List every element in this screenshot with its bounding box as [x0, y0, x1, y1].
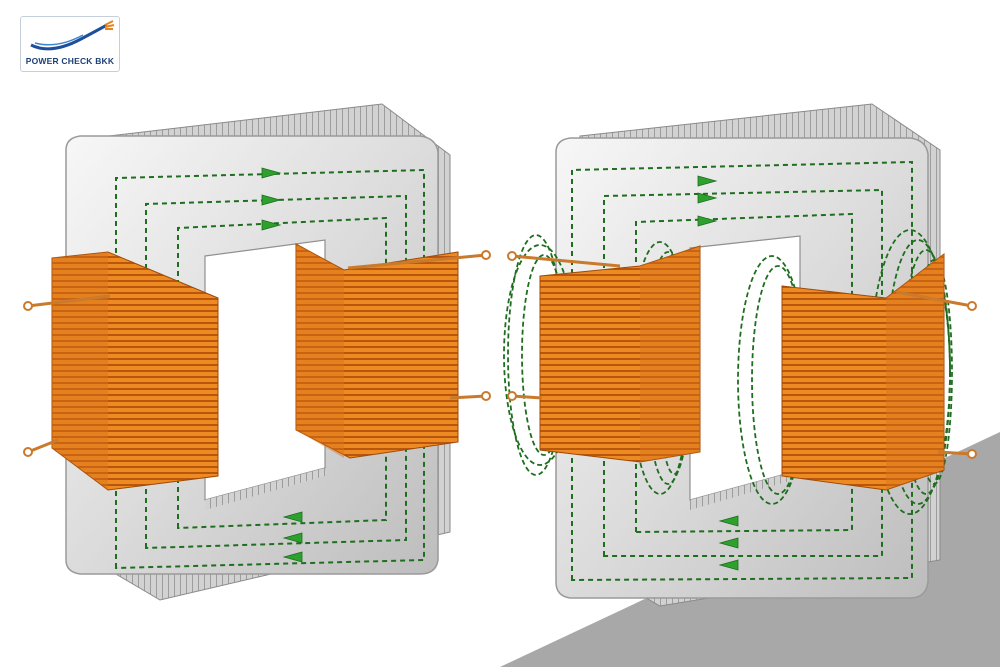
flux-direction-arrow-icon — [697, 175, 718, 187]
flux-direction-arrow-icon — [718, 559, 739, 571]
right-transformer — [503, 103, 977, 607]
power-plug-swoosh-icon — [30, 20, 115, 51]
flux-direction-arrow-icon — [282, 551, 303, 563]
flux-direction-arrow-icon — [261, 219, 282, 231]
wire-terminal-icon — [967, 449, 977, 459]
wire-terminal-icon — [507, 391, 517, 401]
right-primary-coil — [539, 245, 701, 463]
right-flux-loop-inner — [635, 212, 853, 534]
wire-terminal-icon — [23, 447, 33, 457]
left-window-lams — [205, 468, 325, 510]
right-secondary-coil — [781, 252, 945, 491]
flux-direction-arrow-icon — [282, 511, 303, 523]
wire-terminal-icon — [507, 251, 517, 261]
flux-direction-arrow-icon — [282, 532, 303, 544]
flux-direction-arrow-icon — [718, 537, 739, 549]
logo-text: POWER CHECK BKK — [25, 56, 115, 66]
flux-direction-arrow-icon — [697, 215, 718, 227]
leakage-flux-ellipse — [901, 249, 951, 495]
wire-terminal-icon — [481, 391, 491, 401]
wire-terminal-icon — [481, 250, 491, 260]
left-primary-coil — [51, 251, 219, 491]
company-logo: POWER CHECK BKK — [20, 16, 120, 72]
left-transformer — [23, 103, 491, 601]
flux-direction-arrow-icon — [718, 515, 739, 527]
left-secondary-coil — [295, 243, 459, 459]
flux-direction-arrow-icon — [261, 167, 282, 179]
wire-terminal-icon — [23, 301, 33, 311]
flux-direction-arrow-icon — [261, 194, 282, 206]
leakage-flux-ellipse — [915, 259, 953, 485]
wire-terminal-icon — [967, 301, 977, 311]
left-flux-loop-outer — [115, 168, 425, 570]
flux-direction-arrow-icon — [697, 192, 718, 204]
